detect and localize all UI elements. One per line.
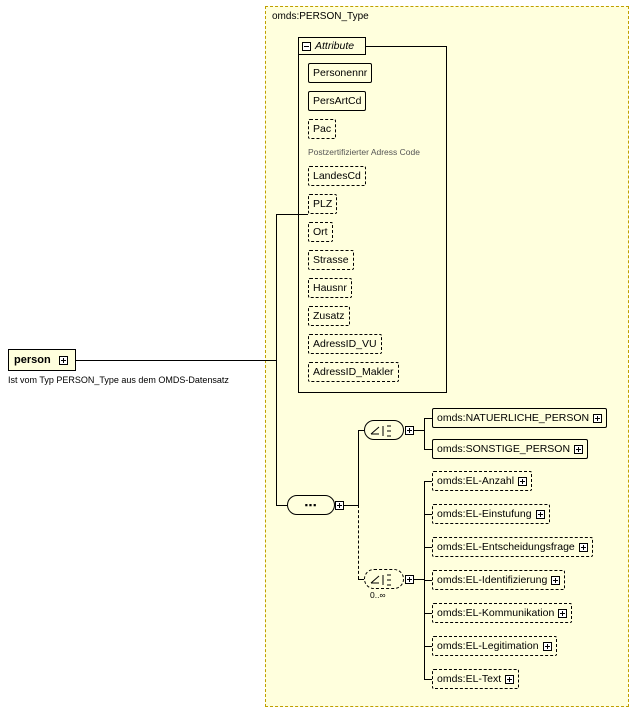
type-box-label: omds:PERSON_Type bbox=[272, 11, 369, 22]
attribute-label: AdressID_Makler bbox=[313, 366, 394, 378]
connector bbox=[276, 505, 287, 506]
root-element-caption: Ist vom Typ PERSON_Type aus dem OMDS-Dat… bbox=[8, 375, 229, 385]
attribute-personennr[interactable]: Personennr bbox=[308, 63, 373, 83]
connector bbox=[424, 613, 432, 614]
element-el-text[interactable]: omds:EL-Text bbox=[432, 669, 520, 689]
plus-square-icon[interactable] bbox=[518, 476, 528, 486]
attribute-group-header[interactable]: Attribute bbox=[298, 37, 366, 55]
attribute-adressid-makler[interactable]: AdressID_Makler bbox=[308, 362, 399, 382]
connector bbox=[358, 430, 359, 505]
connector bbox=[76, 360, 276, 361]
attribute-label: PersArtCd bbox=[313, 95, 362, 107]
expand-square-icon[interactable] bbox=[58, 355, 68, 365]
choice-compositor-person[interactable] bbox=[364, 420, 404, 440]
minus-square-icon[interactable] bbox=[302, 41, 311, 51]
element-natuerliche-person[interactable]: omds:NATUERLICHE_PERSON bbox=[432, 408, 608, 428]
attribute-label: Pac bbox=[313, 123, 332, 135]
attribute-label: Ort bbox=[313, 226, 328, 238]
plus-square-icon[interactable] bbox=[558, 608, 568, 618]
root-element-label: person bbox=[14, 354, 51, 366]
plus-square-icon[interactable] bbox=[593, 413, 603, 423]
connector bbox=[424, 547, 432, 548]
attribute-pac-note: Postzertifizierter Adress Code bbox=[308, 147, 420, 157]
connector-dashed bbox=[358, 579, 364, 580]
connector bbox=[414, 579, 424, 580]
attribute-ort[interactable]: Ort bbox=[308, 222, 333, 242]
plus-square-icon[interactable] bbox=[578, 542, 588, 552]
connector bbox=[344, 505, 358, 506]
root-element-person[interactable]: person bbox=[8, 349, 76, 371]
element-label: omds:NATUERLICHE_PERSON bbox=[437, 412, 590, 424]
attribute-persartcd[interactable]: PersArtCd bbox=[308, 91, 367, 111]
sequence-glyph: ▪▪▪ bbox=[304, 500, 318, 510]
attribute-label: Personennr bbox=[313, 67, 368, 79]
element-el-identifizierung[interactable]: omds:EL-Identifizierung bbox=[432, 570, 566, 590]
element-label: omds:EL-Legitimation bbox=[437, 640, 539, 652]
connector bbox=[424, 418, 432, 419]
attribute-group-label: Attribute bbox=[315, 40, 355, 52]
element-label: omds:EL-Identifizierung bbox=[437, 574, 548, 586]
attribute-label: Hausnr bbox=[313, 282, 347, 294]
plus-square-icon[interactable] bbox=[542, 641, 552, 651]
attribute-label: AdressID_VU bbox=[313, 338, 377, 350]
attribute-landescd[interactable]: LandesCd bbox=[308, 166, 366, 186]
occurrence-label-el: 0..∞ bbox=[370, 590, 386, 600]
sequence-compositor[interactable]: ▪▪▪ bbox=[287, 495, 335, 515]
element-el-kommunikation[interactable]: omds:EL-Kommunikation bbox=[432, 603, 573, 623]
connector bbox=[276, 214, 277, 506]
plus-square-icon[interactable] bbox=[505, 674, 515, 684]
connector bbox=[424, 481, 432, 482]
attribute-label: PLZ bbox=[313, 198, 333, 210]
choice-glyph bbox=[370, 425, 391, 437]
attribute-hausnr[interactable]: Hausnr bbox=[308, 278, 352, 298]
connector bbox=[424, 679, 432, 680]
attribute-adressid-vu[interactable]: AdressID_VU bbox=[308, 334, 382, 354]
connector-dashed bbox=[358, 505, 359, 579]
plus-square-icon[interactable] bbox=[335, 501, 344, 510]
connector bbox=[424, 514, 432, 515]
choice-compositor-el[interactable] bbox=[364, 569, 404, 589]
connector bbox=[424, 449, 432, 450]
attribute-plz[interactable]: PLZ bbox=[308, 194, 338, 214]
element-el-legitimation[interactable]: omds:EL-Legitimation bbox=[432, 636, 557, 656]
connector bbox=[424, 418, 425, 449]
element-el-einstufung[interactable]: omds:EL-Einstufung bbox=[432, 504, 550, 524]
element-label: omds:EL-Text bbox=[437, 673, 502, 685]
connector bbox=[276, 214, 308, 215]
attribute-strasse[interactable]: Strasse bbox=[308, 250, 354, 270]
choice-glyph bbox=[370, 574, 391, 586]
plus-square-icon[interactable] bbox=[405, 426, 414, 435]
attribute-zusatz[interactable]: Zusatz bbox=[308, 306, 350, 326]
element-label: omds:EL-Kommunikation bbox=[437, 607, 555, 619]
connector bbox=[424, 646, 432, 647]
element-label: omds:EL-Einstufung bbox=[437, 508, 532, 520]
plus-square-icon[interactable] bbox=[535, 509, 545, 519]
attribute-pac[interactable]: Pac bbox=[308, 119, 337, 139]
plus-square-icon[interactable] bbox=[551, 575, 561, 585]
element-label: omds:EL-Anzahl bbox=[437, 475, 515, 487]
plus-square-icon[interactable] bbox=[574, 444, 584, 454]
element-el-anzahl[interactable]: omds:EL-Anzahl bbox=[432, 471, 533, 491]
element-sonstige-person[interactable]: omds:SONSTIGE_PERSON bbox=[432, 439, 589, 459]
plus-square-icon[interactable] bbox=[405, 575, 414, 584]
element-label: omds:EL-Entscheidungsfrage bbox=[437, 541, 575, 553]
connector bbox=[358, 430, 364, 431]
connector bbox=[414, 430, 424, 431]
attribute-label: Strasse bbox=[313, 254, 349, 266]
attribute-label: LandesCd bbox=[313, 170, 361, 182]
attribute-label: Zusatz bbox=[313, 310, 345, 322]
element-el-entscheidungsfrage[interactable]: omds:EL-Entscheidungsfrage bbox=[432, 537, 593, 557]
connector bbox=[424, 580, 432, 581]
element-label: omds:SONSTIGE_PERSON bbox=[437, 443, 571, 455]
